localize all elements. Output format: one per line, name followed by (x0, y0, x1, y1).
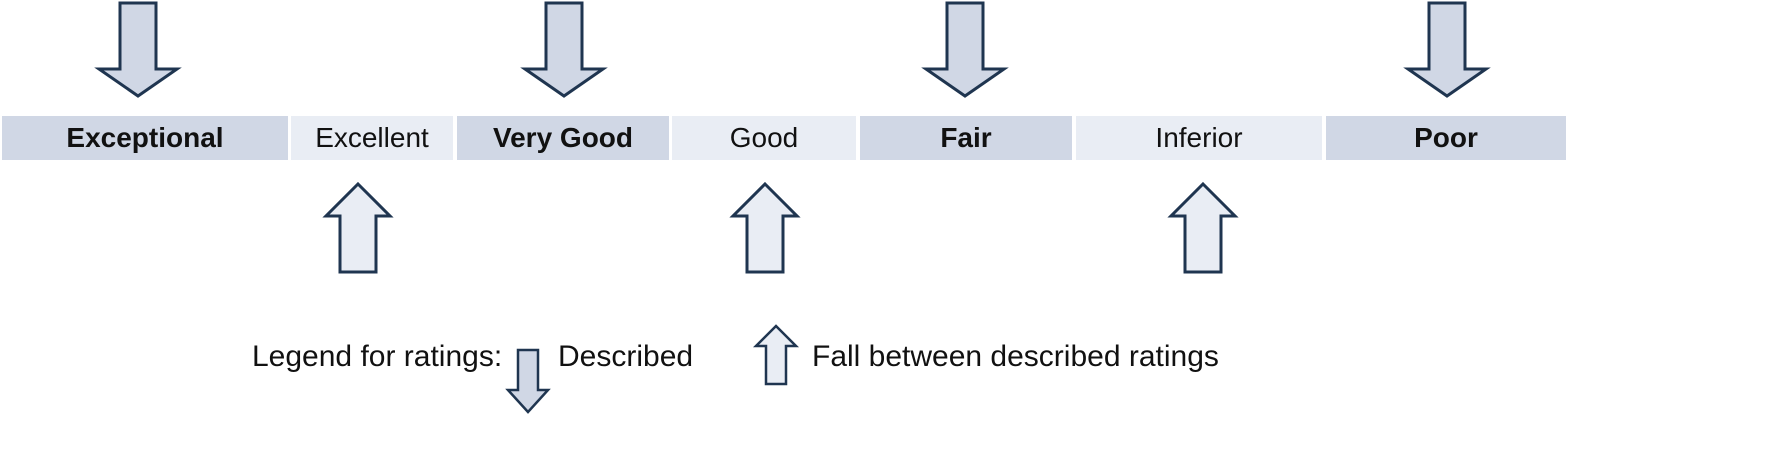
rating-label: Exceptional (66, 122, 224, 153)
rating-good: Good (672, 116, 856, 160)
down-arrow-icon (1403, 1, 1491, 98)
down-arrow-icon (520, 1, 608, 98)
legend-between: Fall between described ratings (812, 340, 1219, 373)
rating-poor: Poor (1326, 116, 1566, 160)
rating-label: Very Good (492, 122, 634, 153)
rating-label: Excellent (315, 122, 429, 153)
rating-label: Poor (1414, 122, 1478, 153)
legend-title: Legend for ratings: (252, 340, 503, 373)
legend-down-arrow-icon (505, 348, 551, 414)
rating-label: Good (729, 122, 799, 153)
up-arrow-icon (729, 181, 801, 274)
rating-excellent: Excellent (291, 116, 453, 160)
up-arrow-icon (322, 181, 394, 274)
down-arrow-icon (921, 1, 1009, 98)
legend-up-arrow-icon (752, 324, 800, 386)
down-arrow-icon (94, 1, 182, 98)
legend-described: Described (558, 340, 694, 373)
rating-very-good: Very Good (457, 116, 669, 160)
rating-label: Fair (940, 122, 992, 153)
rating-exceptional: Exceptional (2, 116, 288, 160)
rating-label: Inferior (1155, 122, 1243, 153)
rating-fair: Fair (860, 116, 1072, 160)
up-arrow-icon (1167, 181, 1239, 274)
rating-inferior: Inferior (1076, 116, 1322, 160)
